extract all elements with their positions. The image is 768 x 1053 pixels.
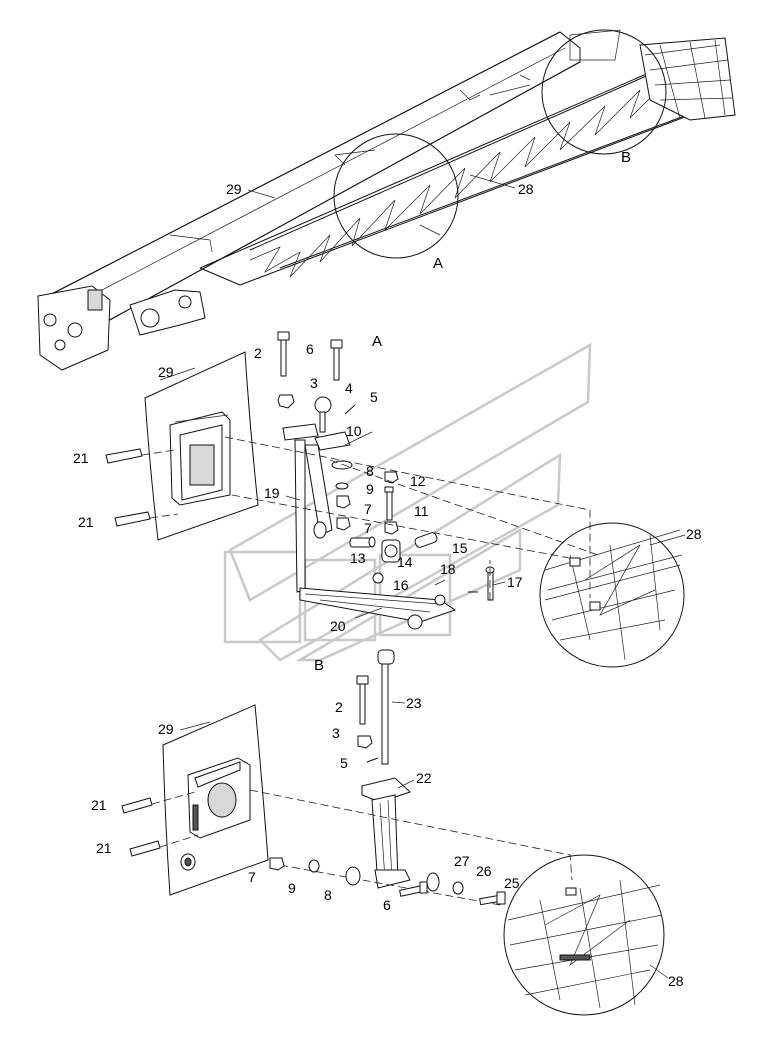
detail-circle-a [333, 133, 459, 259]
detail-b: B 29 21 21 2 23 [91, 649, 684, 1016]
pin-13-a [349, 536, 376, 548]
callout-2-b: 2 [335, 699, 343, 715]
handle-pin-23-b [377, 649, 395, 765]
callout-10-a: 10 [346, 423, 362, 439]
callout-28-overview: 28 [518, 181, 534, 197]
bolt-12-a-shank [386, 491, 393, 521]
callout-21-a1: 21 [73, 450, 89, 466]
callout-6-b: 6 [383, 897, 391, 913]
nut-3-a [277, 394, 295, 409]
callout-13-a: 13 [350, 550, 366, 566]
bolt-25-b [479, 891, 506, 906]
bracket-22-b [361, 777, 411, 889]
support-bracket-a [282, 423, 351, 593]
washer-26-b [452, 881, 464, 895]
bolt-2-b [356, 675, 369, 725]
boom-overview: 29 28 A B [37, 29, 736, 371]
callout-21-a2: 21 [78, 514, 94, 530]
wall-bracket-b [187, 757, 251, 839]
callout-15-a: 15 [452, 540, 468, 556]
callout-7-a-1: 7 [364, 501, 372, 517]
callout-12-a: 12 [410, 473, 426, 489]
callout-2-a: 2 [254, 345, 262, 361]
callout-28-b: 28 [668, 973, 684, 989]
jib-detail-b [503, 854, 665, 1016]
shim-21-top-a [105, 448, 143, 464]
wall-bracket-a [169, 411, 231, 506]
bolt-6-b [399, 881, 428, 897]
bolt-2-a [277, 331, 290, 377]
callout-4-a: 4 [345, 380, 353, 396]
nut-11-a [384, 521, 399, 535]
callout-3-b: 3 [332, 725, 340, 741]
boom-wall-section-a [144, 351, 259, 541]
callout-29-overview: 29 [226, 181, 242, 197]
detail-circle-b [541, 29, 667, 155]
nut-7-a-1 [336, 495, 351, 509]
washer-8-a [331, 460, 353, 470]
section-label-b: B [621, 149, 631, 166]
callout-6-a: 6 [306, 341, 314, 357]
callout-26-b: 26 [476, 863, 492, 879]
callout-16-a: 16 [393, 577, 409, 593]
bottom-frame-20-a [299, 572, 457, 630]
nut-12-a [384, 471, 399, 484]
lynch-pin-4-a [314, 396, 332, 433]
nut-3-b [357, 735, 373, 749]
detail-a-title: A [372, 333, 382, 350]
callout-3-a: 3 [310, 375, 318, 391]
callout-29-a: 29 [158, 364, 174, 380]
washer-9-a [335, 482, 349, 490]
callout-21-b1: 21 [91, 797, 107, 813]
callout-8-a: 8 [366, 463, 374, 479]
shim-21-top-b [121, 797, 153, 814]
callout-17-a: 17 [507, 574, 523, 590]
callout-11-a: 11 [414, 503, 429, 519]
callout-19-a: 19 [264, 485, 280, 501]
callout-14-a: 14 [397, 554, 413, 570]
split-pin-5-b [366, 757, 379, 763]
roller-14-a [381, 539, 401, 563]
callout-9-b: 9 [288, 880, 296, 896]
callout-27-b: 27 [454, 853, 470, 869]
callout-28-a: 28 [686, 526, 702, 542]
bolt-12-a-head [384, 486, 394, 493]
callout-7-b: 7 [248, 869, 256, 885]
shim-21-bottom-a [114, 511, 151, 527]
jib-detail-a [539, 522, 685, 668]
lattice-jib [199, 29, 736, 286]
section-label-a: A [433, 255, 443, 272]
callout-29-b: 29 [158, 721, 174, 737]
callout-23-b: 23 [406, 695, 422, 711]
nut-7-a-2 [336, 517, 351, 531]
callout-22-b: 22 [416, 770, 432, 786]
bolt-6-a [330, 339, 343, 381]
callout-21-b2: 21 [96, 840, 112, 856]
washer-9-b [308, 859, 320, 873]
callout-8-b: 8 [324, 887, 332, 903]
callout-5-a: 5 [370, 389, 378, 405]
detail-a: A 29 21 21 2 6 [73, 331, 702, 668]
callout-25-b: 25 [504, 875, 520, 891]
split-pin-5-a [344, 404, 356, 415]
boom-wall-section-b [162, 704, 269, 896]
nut-7-b [269, 857, 285, 871]
detail-b-title: B [314, 657, 324, 674]
washer-8-b [345, 866, 361, 886]
callout-5-b: 5 [340, 755, 348, 771]
callout-18-a: 18 [440, 561, 456, 577]
shim-21-bottom-b [129, 840, 161, 857]
callout-9-a: 9 [366, 481, 374, 497]
callout-7-a-2: 7 [364, 520, 372, 536]
pin-15-a [414, 532, 438, 548]
washer-27-b [426, 872, 440, 892]
callout-20-a: 20 [330, 618, 346, 634]
